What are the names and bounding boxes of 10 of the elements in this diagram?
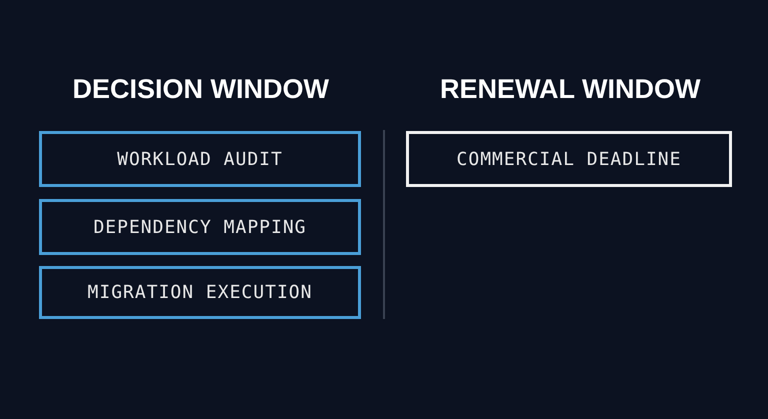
column-heading: RENEWAL WINDOW [440,74,700,105]
column-heading: DECISION WINDOW [72,74,329,105]
process-box [39,131,361,187]
process-box [406,131,732,187]
box-label: DEPENDENCY MAPPING [93,216,307,238]
box-label: MIGRATION EXECUTION [88,282,312,303]
process-box [39,199,361,255]
process-box [39,266,361,319]
box-label: COMMERCIAL DEADLINE [456,148,682,170]
box-label: WORKLOAD AUDIT [117,148,283,170]
